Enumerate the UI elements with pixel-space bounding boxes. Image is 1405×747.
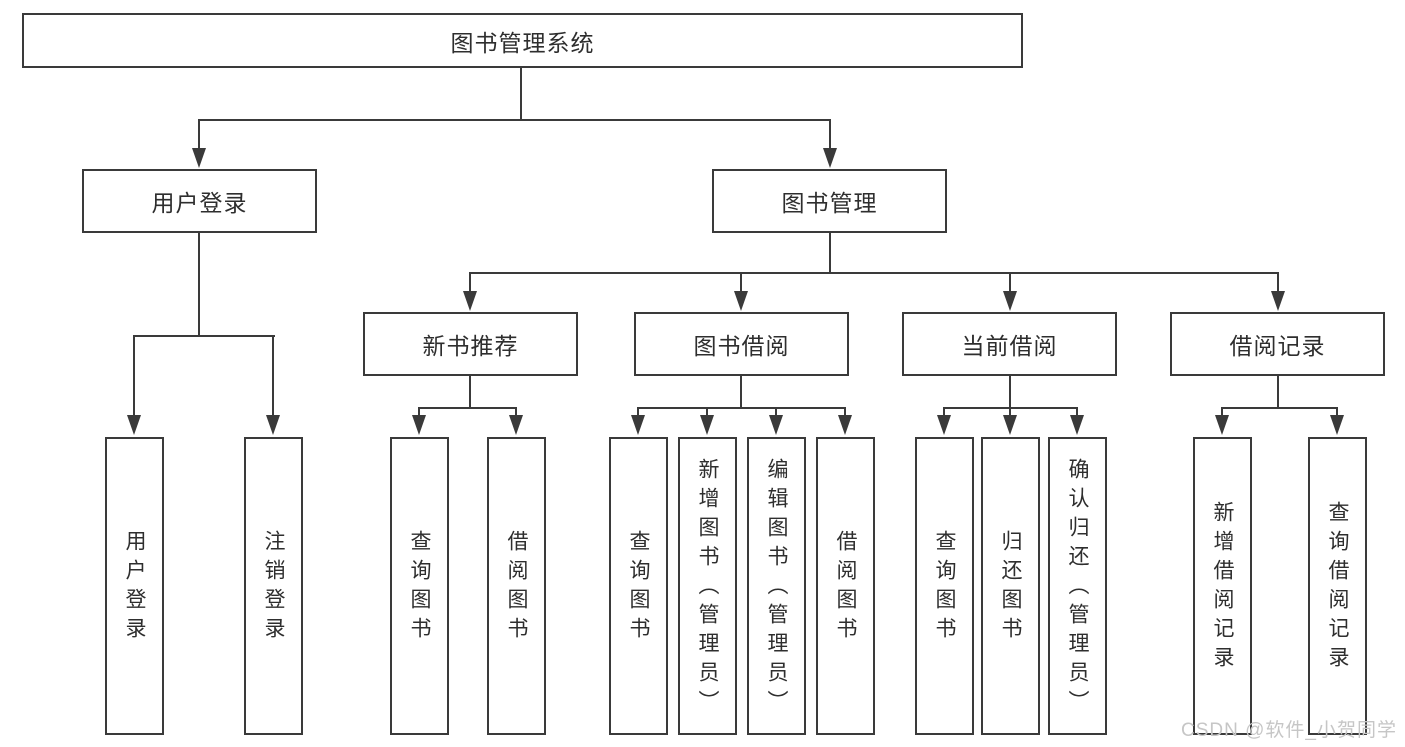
connector-line [1009, 376, 1011, 409]
connector-line [272, 335, 274, 417]
node-new-book-recommend: 新书推荐 [363, 312, 578, 376]
arrow-down-icon [1215, 415, 1229, 435]
node-borrowing-records: 借阅记录 [1170, 312, 1385, 376]
arrow-down-icon [769, 415, 783, 435]
connector-line [520, 68, 522, 121]
node-current-borrowing-label: 当前借阅 [961, 333, 1058, 359]
connector-line [844, 407, 846, 417]
leaf-query-books-borrowing: 查询图书 [609, 437, 668, 735]
connector-line [740, 376, 742, 409]
leaf-borrow-books-recommend: 借阅图书 [487, 437, 546, 735]
connector-line [469, 272, 471, 293]
arrow-down-icon [412, 415, 426, 435]
connector-line [199, 119, 831, 121]
leaf-edit-books-admin-label: 编辑图书（管理员） [765, 457, 788, 719]
connector-line [1076, 407, 1078, 417]
connector-line [419, 407, 517, 409]
connector-line [637, 407, 639, 417]
connector-line [1277, 272, 1279, 293]
connector-line [829, 119, 831, 150]
connector-line [1009, 407, 1011, 417]
connector-line [515, 407, 517, 417]
leaf-logout-label: 注销登录 [262, 530, 285, 646]
node-book-management-label: 图书管理 [781, 190, 878, 216]
leaf-add-borrow-record-label: 新增借阅记录 [1211, 501, 1234, 675]
arrow-down-icon [631, 415, 645, 435]
csdn-watermark: CSDN @软件_小贺同学 [1181, 720, 1397, 741]
connector-line [133, 335, 135, 417]
arrow-down-icon [1330, 415, 1344, 435]
connector-line [638, 407, 846, 409]
leaf-query-books-recommend: 查询图书 [390, 437, 449, 735]
arrow-down-icon [734, 291, 748, 311]
leaf-query-books-current-label: 查询图书 [933, 530, 956, 646]
arrow-down-icon [509, 415, 523, 435]
connector-line [740, 272, 742, 293]
connector-line [943, 407, 945, 417]
node-book-borrowing: 图书借阅 [634, 312, 849, 376]
connector-line [1336, 407, 1338, 417]
leaf-user-login: 用户登录 [105, 437, 164, 735]
connector-line [198, 233, 200, 337]
leaf-borrow-books-label: 借阅图书 [834, 530, 857, 646]
leaf-borrow-books-recommend-label: 借阅图书 [505, 530, 528, 646]
leaf-borrow-books: 借阅图书 [816, 437, 875, 735]
arrow-down-icon [937, 415, 951, 435]
leaf-add-books-admin-label: 新增图书（管理员） [696, 457, 719, 719]
node-user-login: 用户登录 [82, 169, 317, 233]
connector-line [469, 376, 471, 409]
connector-line [1222, 407, 1338, 409]
connector-line [1221, 407, 1223, 417]
connector-line [829, 233, 831, 274]
arrow-down-icon [700, 415, 714, 435]
leaf-return-books: 归还图书 [981, 437, 1040, 735]
connector-line [134, 335, 275, 337]
connector-line [1277, 376, 1279, 409]
arrow-down-icon [192, 148, 206, 168]
arrow-down-icon [463, 291, 477, 311]
arrow-down-icon [1271, 291, 1285, 311]
node-user-login-label: 用户登录 [151, 190, 248, 216]
connector-line [470, 272, 1279, 274]
leaf-query-borrow-record: 查询借阅记录 [1308, 437, 1367, 735]
node-book-management: 图书管理 [712, 169, 947, 233]
connector-line [944, 407, 1078, 409]
node-current-borrowing: 当前借阅 [902, 312, 1117, 376]
connector-line [775, 407, 777, 417]
arrow-down-icon [1003, 291, 1017, 311]
arrow-down-icon [266, 415, 280, 435]
connector-line [198, 119, 200, 150]
connector-line [706, 407, 708, 417]
connector-line [1009, 272, 1011, 293]
leaf-query-books-current: 查询图书 [915, 437, 974, 735]
leaf-edit-books-admin: 编辑图书（管理员） [747, 437, 806, 735]
node-new-book-recommend-label: 新书推荐 [422, 333, 519, 359]
leaf-return-books-label: 归还图书 [999, 530, 1022, 646]
arrow-down-icon [823, 148, 837, 168]
node-book-borrowing-label: 图书借阅 [693, 333, 790, 359]
leaf-confirm-return-admin: 确认归还（管理员） [1048, 437, 1107, 735]
leaf-query-books-recommend-label: 查询图书 [408, 530, 431, 646]
leaf-confirm-return-admin-label: 确认归还（管理员） [1066, 457, 1089, 719]
connector-line [418, 407, 420, 417]
leaf-add-borrow-record: 新增借阅记录 [1193, 437, 1252, 735]
arrow-down-icon [838, 415, 852, 435]
leaf-query-borrow-record-label: 查询借阅记录 [1326, 501, 1349, 675]
node-system-root: 图书管理系统 [22, 13, 1023, 68]
leaf-user-login-label: 用户登录 [123, 530, 146, 646]
leaf-query-books-borrowing-label: 查询图书 [627, 530, 650, 646]
node-system-root-label: 图书管理系统 [450, 29, 595, 56]
arrow-down-icon [1070, 415, 1084, 435]
arrow-down-icon [1003, 415, 1017, 435]
leaf-add-books-admin: 新增图书（管理员） [678, 437, 737, 735]
arrow-down-icon [127, 415, 141, 435]
leaf-logout: 注销登录 [244, 437, 303, 735]
node-borrowing-records-label: 借阅记录 [1229, 333, 1326, 359]
